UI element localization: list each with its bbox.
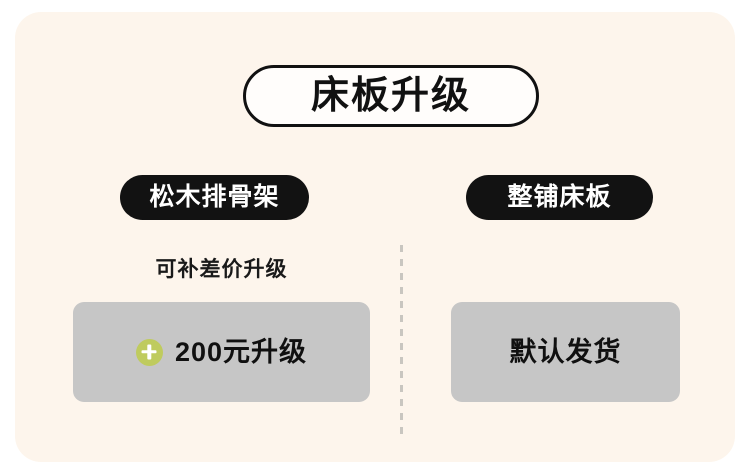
cream-panel: 床板升级 松木排骨架 整铺床板 可补差价升级 200元升级 默认发货	[15, 12, 735, 462]
option-box-upgrade[interactable]: 200元升级	[73, 302, 370, 402]
option-label-upgrade: 200元升级	[174, 336, 308, 367]
option-content-left: 200元升级	[135, 336, 308, 367]
plus-circle-icon	[135, 338, 163, 366]
column-badge-pine-slat-frame: 松木排骨架	[120, 175, 309, 220]
column-badge-label-right: 整铺床板	[507, 183, 612, 211]
column-divider	[400, 245, 403, 437]
option-content-right: 默认发货	[509, 336, 622, 367]
column-badge-label-left: 松木排骨架	[149, 183, 280, 211]
page-title: 床板升级	[310, 75, 471, 117]
column-badge-full-bed-board: 整铺床板	[466, 175, 653, 220]
upgrade-note: 可补差价升级	[155, 258, 288, 281]
option-box-default[interactable]: 默认发货	[451, 302, 680, 402]
option-label-default: 默认发货	[509, 336, 622, 367]
title-pill: 床板升级	[243, 65, 539, 127]
